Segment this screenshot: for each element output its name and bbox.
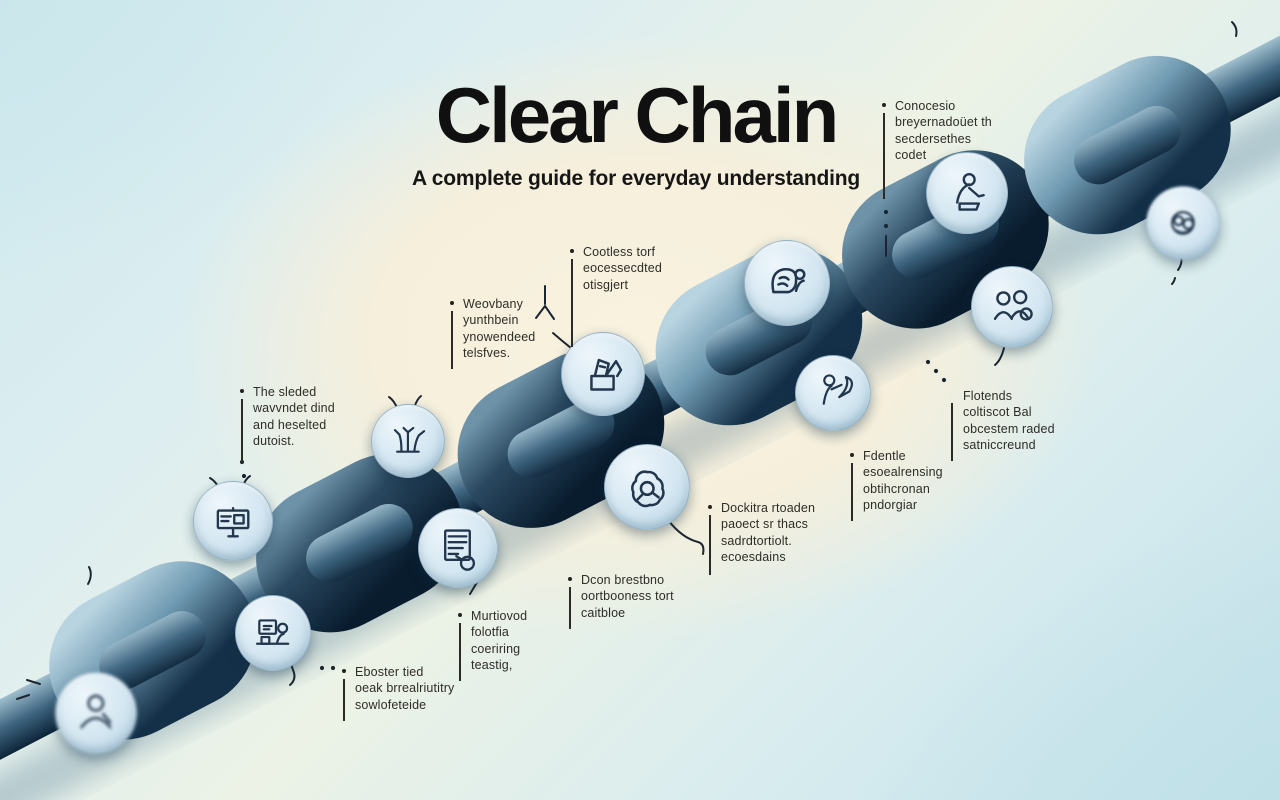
callout-text: Flotends coltiscot Bal obcestem raded sa…	[963, 389, 1055, 452]
page-title: Clear Chain	[435, 71, 839, 159]
chain-badge	[418, 508, 498, 588]
person-book-icon	[771, 267, 806, 294]
callout-text: Dockitra rtoaden paoect sr thacs sadrdto…	[721, 501, 816, 564]
chain-badge	[235, 595, 311, 671]
leader-line	[948, 388, 956, 461]
chain-badge	[971, 266, 1053, 348]
signboard-icon	[216, 506, 250, 538]
rosette-icon	[630, 470, 665, 507]
two-people-icon	[994, 290, 1033, 321]
callout-text: Murtiovod folotfia coeriring teastig,	[471, 609, 528, 672]
document-search-icon	[443, 529, 475, 571]
chain-badge	[795, 355, 871, 431]
callout-dcon: Dcon brestbno oortbooness tort caitbloe	[566, 572, 674, 629]
page-subtitle: A complete guide for everyday understand…	[411, 167, 861, 190]
box-documents-icon	[590, 359, 623, 392]
globe-rosette-icon	[1171, 211, 1195, 235]
callout-text: Eboster tied oeak brrealriutitry sowlofe…	[355, 665, 455, 712]
callout-conocesio: Conocesio breyernadoüet th secdersethes …	[880, 98, 992, 199]
chain-badge	[371, 404, 445, 478]
chain-badge	[55, 672, 137, 754]
chain-badge	[604, 444, 690, 530]
chain-badge	[744, 240, 830, 326]
callout-cootless: Cootless torf eocessecdted otisgjert	[568, 244, 662, 347]
callout-text: Conocesio breyernadoüet th secdersethes …	[895, 99, 992, 162]
callout-text: Fdentle esoealrensing obtihcronan pndorg…	[863, 449, 943, 512]
callout-flotends: Flotends coltiscot Bal obcestem raded sa…	[948, 388, 1055, 461]
person-desk-icon	[256, 619, 290, 646]
leader-line	[568, 244, 576, 347]
chain-badge	[1146, 186, 1220, 260]
callout-sleded: The sleded wavvndet dind and heselted du…	[238, 384, 335, 463]
leader-line	[448, 296, 456, 369]
callout-text: The sleded wavvndet dind and heselted du…	[253, 385, 335, 448]
leader-line	[340, 664, 348, 721]
callout-murtiovod: Murtiovod folotfia coeriring teastig,	[456, 608, 527, 681]
leader-line	[456, 608, 464, 681]
person-icon	[80, 695, 112, 729]
leader-line	[880, 98, 888, 199]
chain-badge	[926, 152, 1008, 234]
chain-tubes	[0, 14, 1280, 788]
leader-line	[848, 448, 856, 521]
chain-badge	[561, 332, 645, 416]
leader-line	[238, 384, 246, 463]
callout-text: Dcon brestbno oortbooness tort caitbloe	[581, 573, 674, 620]
person-writing-icon	[956, 173, 985, 211]
person-gesturing-icon	[823, 374, 854, 406]
callout-dockitra: Dockitra rtoaden paoect sr thacs sadrdto…	[706, 500, 815, 575]
leader-dots	[239, 209, 947, 671]
plant-icon	[393, 426, 426, 453]
callout-eboster: Eboster tied oeak brrealriutitry sowlofe…	[340, 664, 454, 721]
callout-text: Weovbany yunthbein ynowendeed telsfves.	[463, 297, 536, 360]
callout-text: Cootless torf eocessecdted otisgjert	[583, 245, 662, 292]
chain-rings	[49, 55, 1231, 740]
callout-weovbany: Weovbany yunthbein ynowendeed telsfves.	[448, 296, 535, 369]
chain-badge	[193, 481, 273, 561]
callout-fdentle: Fdentle esoealrensing obtihcronan pndorg…	[848, 448, 943, 521]
leader-line	[706, 500, 714, 575]
leader-line	[566, 572, 574, 629]
